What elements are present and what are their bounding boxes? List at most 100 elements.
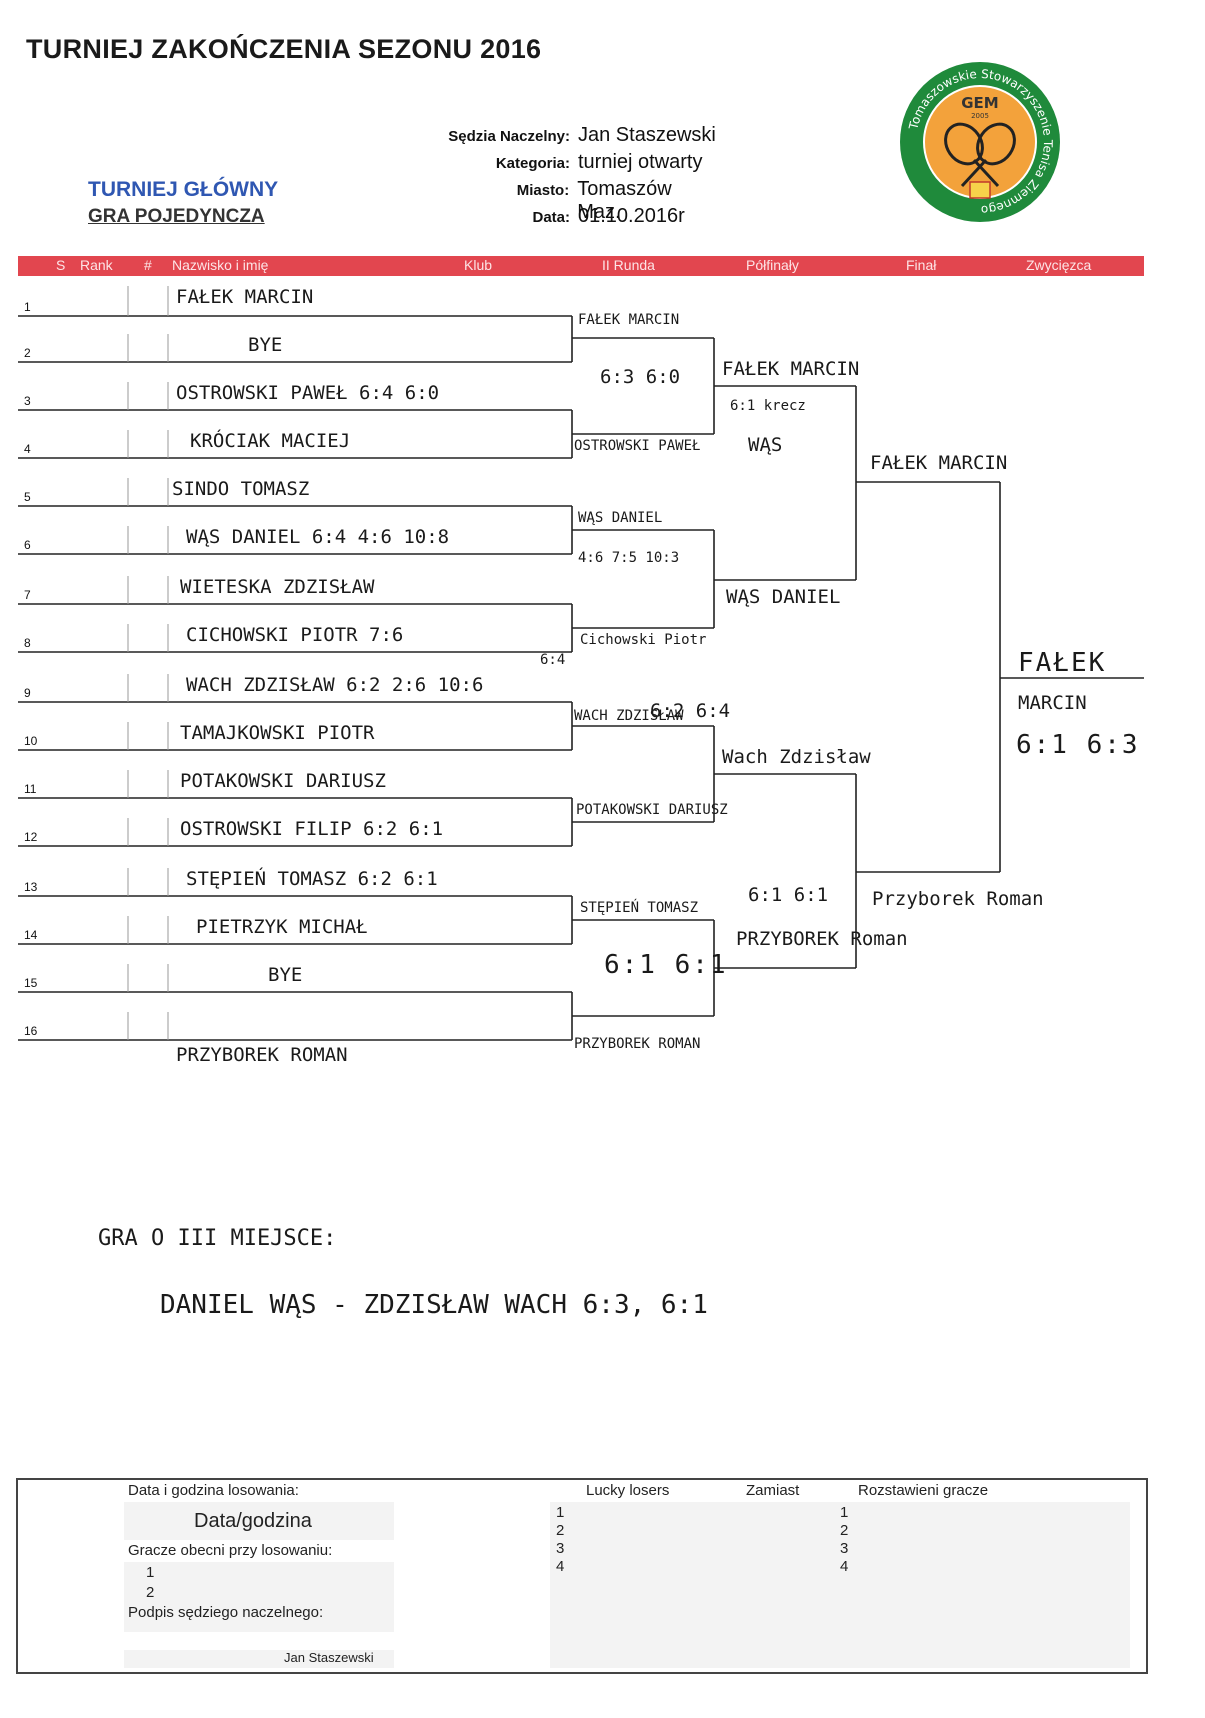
signature-field bbox=[124, 1650, 394, 1668]
draw-value: Data/godzina bbox=[194, 1510, 312, 1532]
bracket-header-bar: S Rank # Nazwisko i imię Klub II Runda P… bbox=[18, 256, 1144, 276]
event-title: TURNIEJ GŁÓWNY bbox=[88, 178, 279, 201]
seeded-label: Rozstawieni gracze bbox=[858, 1482, 989, 1499]
seed-number: 15 bbox=[24, 976, 38, 990]
tournament-meta: Sędzia Naczelny: Jan Staszewski Kategori… bbox=[380, 124, 720, 232]
player-entry: PRZYBOREK ROMAN bbox=[176, 1044, 348, 1066]
seed-number: 10 bbox=[24, 734, 38, 748]
winner-name: MARCIN bbox=[1018, 692, 1087, 714]
meta-value: 01.10.2016r bbox=[578, 205, 685, 227]
seeded-number: 4 bbox=[840, 1558, 849, 1575]
draw-info-box: Data i godzina losowania: Data/godzina G… bbox=[16, 1478, 1148, 1674]
lucky-losers-label: Lucky losers bbox=[586, 1482, 670, 1499]
semifinal-name: WĄS DANIEL bbox=[726, 586, 841, 608]
meta-value: Jan Staszewski bbox=[578, 124, 716, 146]
round2-name: POTAKOWSKI DARIUSZ bbox=[576, 802, 728, 818]
player-entry: KRÓCIAK MACIEJ bbox=[190, 430, 351, 452]
round2-name: WACH ZDZISŁAW bbox=[574, 708, 684, 724]
meta-label: Kategoria: bbox=[495, 155, 570, 172]
seed-number: 12 bbox=[24, 830, 38, 844]
player-entry: BYE bbox=[268, 964, 303, 986]
draw-datetime-field bbox=[124, 1502, 394, 1540]
round2-name: Cichowski Piotr bbox=[580, 632, 707, 648]
round2-name: PRZYBOREK ROMAN bbox=[574, 1036, 701, 1052]
round2-score: 6:4 bbox=[540, 652, 566, 668]
seed-number: 6 bbox=[24, 538, 31, 552]
round2-score: 6:1 6:1 bbox=[604, 950, 728, 980]
meta-row-referee: Sędzia Naczelny: Jan Staszewski bbox=[380, 124, 720, 151]
seeded-number: 2 bbox=[840, 1522, 849, 1539]
sign-value: Jan Staszewski bbox=[284, 1650, 374, 1665]
event-subtitle: GRA POJEDYNCZA bbox=[88, 206, 265, 227]
col-name: Nazwisko i imię bbox=[172, 257, 269, 273]
instead-label: Zamiast bbox=[746, 1482, 800, 1499]
col-final: Finał bbox=[906, 257, 937, 273]
player-entry: WACH ZDZISŁAW 6:2 2:6 10:6 bbox=[186, 674, 484, 696]
semifinal-score: 6:1 6:1 bbox=[748, 884, 829, 906]
meta-value: Tomaszów Maz. bbox=[577, 178, 672, 223]
round2-name: FAŁEK MARCIN bbox=[578, 312, 680, 328]
player-entry: PIETRZYK MICHAŁ bbox=[196, 916, 368, 938]
crest-icon bbox=[969, 181, 991, 199]
seed-number: 5 bbox=[24, 490, 31, 504]
col-rank: Rank bbox=[80, 257, 113, 273]
player-entry: OSTROWSKI PAWEŁ 6:4 6:0 bbox=[176, 382, 440, 404]
semifinal-name: FAŁEK MARCIN bbox=[722, 358, 860, 380]
final-name: FAŁEK MARCIN bbox=[870, 452, 1008, 474]
semifinal-score: 6:1 krecz bbox=[730, 398, 806, 414]
col-round2: II Runda bbox=[602, 257, 655, 273]
present-number: 1 bbox=[146, 1564, 155, 1581]
col-seed: S bbox=[56, 257, 66, 273]
seed-number: 3 bbox=[24, 394, 31, 408]
rackets-icon bbox=[944, 122, 1016, 188]
lucky-number: 1 bbox=[556, 1504, 565, 1521]
col-number: # bbox=[144, 257, 152, 273]
player-entry: WIETESKA ZDZISŁAW bbox=[180, 576, 375, 598]
seed-number: 8 bbox=[24, 636, 31, 650]
player-entry: FAŁEK MARCIN bbox=[176, 286, 314, 308]
round2-score: 6:3 6:0 bbox=[600, 366, 681, 388]
final-name: Przyborek Roman bbox=[872, 888, 1044, 910]
seed-number: 9 bbox=[24, 686, 31, 700]
player-entry: STĘPIEŃ TOMASZ 6:2 6:1 bbox=[186, 868, 438, 890]
draw-label: Data i godzina losowania: bbox=[128, 1482, 299, 1499]
player-entry: SINDO TOMASZ bbox=[172, 478, 310, 500]
player-entry: POTAKOWSKI DARIUSZ bbox=[180, 770, 386, 792]
seed-number: 7 bbox=[24, 588, 31, 602]
present-players-field bbox=[124, 1562, 394, 1632]
winner-name: FAŁEK bbox=[1018, 648, 1107, 678]
lucky-number: 3 bbox=[556, 1540, 565, 1557]
third-place-label: GRA O III MIEJSCE: bbox=[98, 1226, 337, 1251]
col-club: Klub bbox=[464, 257, 493, 273]
seed-number: 4 bbox=[24, 442, 31, 456]
player-entry: TAMAJKOWSKI PIOTR bbox=[180, 722, 375, 744]
winner-score: 6:1 6:3 bbox=[1016, 730, 1140, 760]
club-logo: Tomaszowskie Stowarzyszenie Tenisa Ziemn… bbox=[900, 62, 1060, 222]
meta-label: Data: bbox=[532, 209, 570, 226]
seed-number: 16 bbox=[24, 1024, 38, 1038]
present-label: Gracze obecni przy losowaniu: bbox=[128, 1542, 333, 1559]
player-entry: CICHOWSKI PIOTR 7:6 bbox=[186, 624, 404, 646]
semifinal-name: WĄS bbox=[748, 434, 783, 456]
meta-row-city: Miasto: Tomaszów Maz. bbox=[380, 178, 720, 223]
seeded-number: 3 bbox=[840, 1540, 849, 1557]
round2-name: OSTROWSKI PAWEŁ bbox=[574, 438, 701, 454]
meta-value: turniej otwarty bbox=[578, 151, 703, 173]
semifinal-name: Wach Zdzisław bbox=[722, 746, 871, 768]
lucky-number: 2 bbox=[556, 1522, 565, 1539]
col-winner: Zwycięzca bbox=[1026, 257, 1092, 273]
present-number: 2 bbox=[146, 1584, 155, 1601]
seed-number: 2 bbox=[24, 346, 31, 360]
seed-number: 11 bbox=[24, 782, 37, 796]
sign-label: Podpis sędziego naczelnego: bbox=[128, 1604, 324, 1621]
seed-number: 14 bbox=[24, 928, 38, 942]
logo-year: 2005 bbox=[971, 112, 989, 120]
logo-gem: GEM bbox=[961, 94, 999, 112]
page-title: TURNIEJ ZAKOŃCZENIA SEZONU 2016 bbox=[26, 34, 542, 64]
seed-number: 13 bbox=[24, 880, 38, 894]
seed-number: 1 bbox=[24, 300, 31, 314]
player-entry: BYE bbox=[248, 334, 283, 356]
round2-name: WĄS DANIEL bbox=[578, 510, 663, 526]
round2-score: 4:6 7:5 10:3 bbox=[578, 550, 680, 566]
